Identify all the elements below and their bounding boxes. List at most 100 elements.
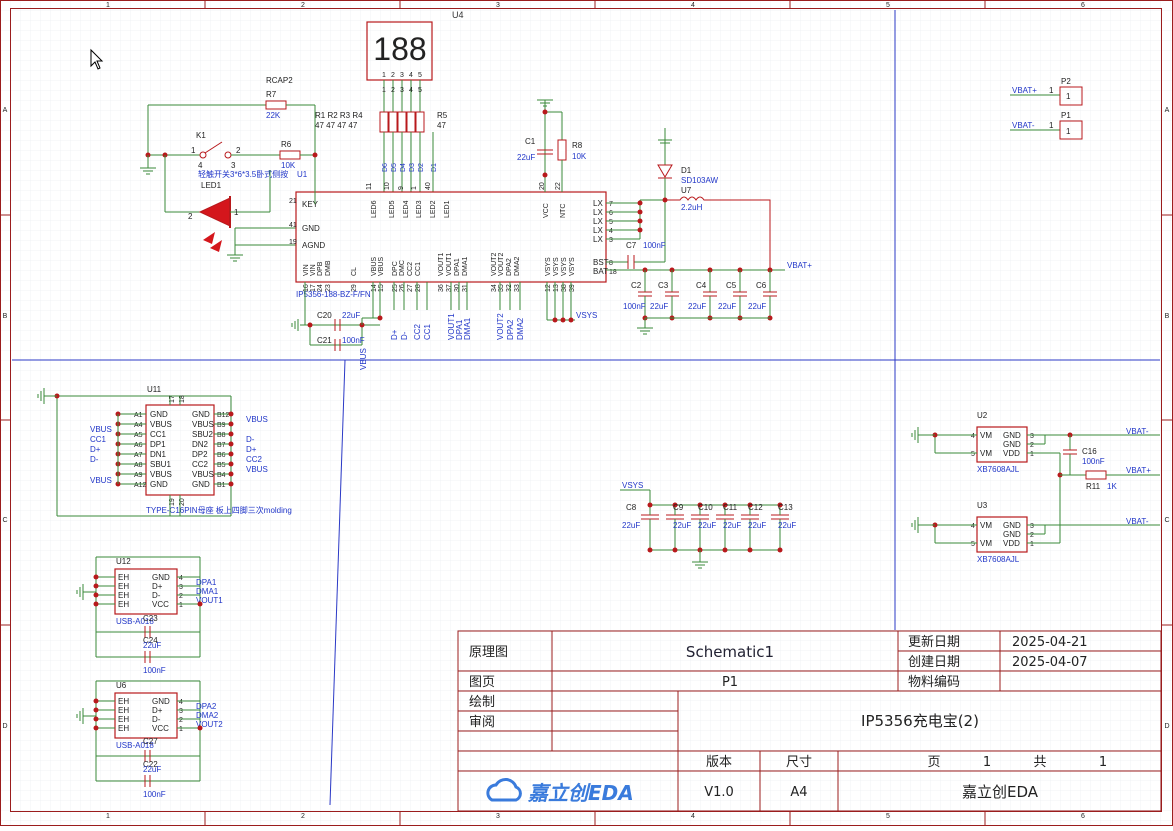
display-u4[interactable]: 188 U4 bbox=[366, 10, 464, 81]
r7-resistor[interactable] bbox=[147, 100, 316, 190]
lx-junctions bbox=[637, 197, 773, 273]
cap-ref: C2 bbox=[631, 281, 642, 290]
c20-c21[interactable] bbox=[291, 319, 380, 351]
usbc-left-pin-name: SBU1 bbox=[150, 460, 171, 469]
vsys-cap-ref: C9 bbox=[673, 503, 684, 512]
usbc-left-pin-name: GND bbox=[150, 480, 168, 489]
protect-right-pin: GND bbox=[1003, 431, 1021, 440]
display-pin-number: 1 bbox=[382, 72, 386, 79]
ic-right-pin-name: LX bbox=[593, 235, 603, 244]
usbc-right-junction bbox=[228, 451, 234, 457]
c7-cap[interactable] bbox=[627, 255, 635, 269]
ic-top-pin-name: LED2 bbox=[430, 200, 437, 218]
usbc-left-net: VBUS bbox=[90, 476, 112, 485]
c20-value: 22uF bbox=[342, 311, 360, 320]
ic-bottom-pin-num: 34 bbox=[491, 284, 498, 292]
display-pin-number: 2 bbox=[391, 72, 395, 79]
connector-p2[interactable] bbox=[1010, 86, 1083, 106]
led-resistor bbox=[415, 111, 425, 133]
k1-switch[interactable] bbox=[140, 141, 318, 175]
usbc-left-pin-name: VBUS bbox=[150, 470, 172, 479]
usbc-right-pin-num: B1 bbox=[217, 482, 226, 489]
d1-diode[interactable] bbox=[657, 128, 673, 200]
ic-left-pin-num: 21 bbox=[289, 198, 297, 205]
usb-a1-body[interactable] bbox=[114, 568, 178, 615]
protect-right-num: 1 bbox=[1030, 451, 1034, 458]
led-net-label: D5 bbox=[391, 163, 398, 172]
usba-eh-label: EH bbox=[118, 591, 129, 600]
usbc-right-pin-name: GND bbox=[192, 410, 210, 419]
vsys-cap-bottom-junction bbox=[777, 547, 783, 553]
protect-left-pin: VM bbox=[980, 539, 992, 548]
usb-a2-body[interactable] bbox=[114, 692, 178, 739]
usbc-left-pin-name: GND bbox=[150, 410, 168, 419]
k1-pin3: 3 bbox=[231, 161, 236, 170]
col-marker-bottom: 1 bbox=[106, 813, 110, 820]
tb-updated-label: 更新日期 bbox=[908, 634, 960, 650]
usba-pin-name: D- bbox=[152, 715, 161, 724]
protect-right-num: 3 bbox=[1030, 523, 1034, 530]
jlc-logo: 嘉立创EDA bbox=[486, 778, 634, 805]
usb-a-u12[interactable] bbox=[76, 556, 201, 663]
usba-eh-label: EH bbox=[118, 573, 129, 582]
usba-pin-num: 4 bbox=[179, 575, 183, 582]
u2-vbat-minus: VBAT- bbox=[1126, 427, 1149, 436]
ic-top-pin-num: 9 bbox=[398, 186, 405, 190]
led-resistor bbox=[397, 111, 407, 133]
c7-value: 100nF bbox=[643, 241, 666, 250]
tb-version-value: V1.0 bbox=[704, 785, 734, 800]
u7-inductor[interactable] bbox=[665, 196, 771, 270]
col-marker-top: 1 bbox=[106, 2, 110, 9]
u12-ref: U12 bbox=[116, 557, 131, 566]
usba-pin-name: GND bbox=[152, 697, 170, 706]
connector-p1[interactable] bbox=[1010, 120, 1083, 140]
vsys-cap-value: 22uF bbox=[698, 521, 716, 530]
usbc-left-net: D+ bbox=[90, 445, 101, 454]
ic-right-pin-name: LX bbox=[593, 217, 603, 226]
protect-right-pin: GND bbox=[1003, 521, 1021, 530]
r5-label: R5 bbox=[437, 111, 448, 120]
col-marker-top: 3 bbox=[496, 2, 500, 9]
usb-a-u6[interactable] bbox=[76, 680, 201, 787]
usbc-right-pin-name: GND bbox=[192, 480, 210, 489]
u12-cap2-ref: C24 bbox=[143, 636, 158, 645]
led1-pin2: 2 bbox=[188, 212, 193, 221]
ic-top-pin-num: 20 bbox=[539, 182, 546, 190]
display-body[interactable] bbox=[366, 21, 433, 81]
u2-model: XB7608AJL bbox=[977, 465, 1020, 474]
usbc-right-junction bbox=[228, 461, 234, 467]
vsys-cap-bottom-junction bbox=[672, 547, 678, 553]
u3-model: XB7608AJL bbox=[977, 555, 1020, 564]
usbc-left-pin-num: A5 bbox=[134, 432, 143, 439]
led1[interactable] bbox=[164, 155, 271, 252]
usbc-left-pin-name: DP1 bbox=[150, 440, 166, 449]
p1-label: P1 bbox=[1061, 111, 1071, 120]
usbc-left-pin-num: A8 bbox=[134, 462, 143, 469]
ic-left-pin-num: 19 bbox=[289, 239, 297, 246]
usbc-right-pin-num: B6 bbox=[217, 452, 226, 459]
usb-c-pins: GNDA1VBUSA4CC1A5DP1A6DN1A7SBU1A8VBUSA9GN… bbox=[90, 395, 268, 516]
display-pin-number: 4 bbox=[409, 72, 413, 79]
c1-r8[interactable] bbox=[537, 99, 567, 192]
ic-bottom-pin-name: VOUT1 bbox=[438, 253, 445, 276]
protect-left-num: 5 bbox=[971, 451, 975, 458]
vsys-cap-bottom-junction bbox=[722, 547, 728, 553]
ic-bottom-pin-name: DPA2 bbox=[506, 258, 513, 276]
usba-net-label: DPA1 bbox=[196, 578, 217, 587]
usba-pin-num: 2 bbox=[179, 593, 183, 600]
ic-top-pin-num: 22 bbox=[555, 182, 562, 190]
led1-pin1: 1 bbox=[234, 208, 239, 217]
vsys-cap-bottom-junction bbox=[647, 547, 653, 553]
usbc-right-net: D- bbox=[246, 435, 255, 444]
usba-pin-name: D- bbox=[152, 591, 161, 600]
k1-label: K1 bbox=[196, 131, 206, 140]
ic-bottom-pin-num: 35 bbox=[498, 284, 505, 292]
usba-pin-num: 4 bbox=[179, 699, 183, 706]
ic-bottom-pin-num: 29 bbox=[351, 284, 358, 292]
